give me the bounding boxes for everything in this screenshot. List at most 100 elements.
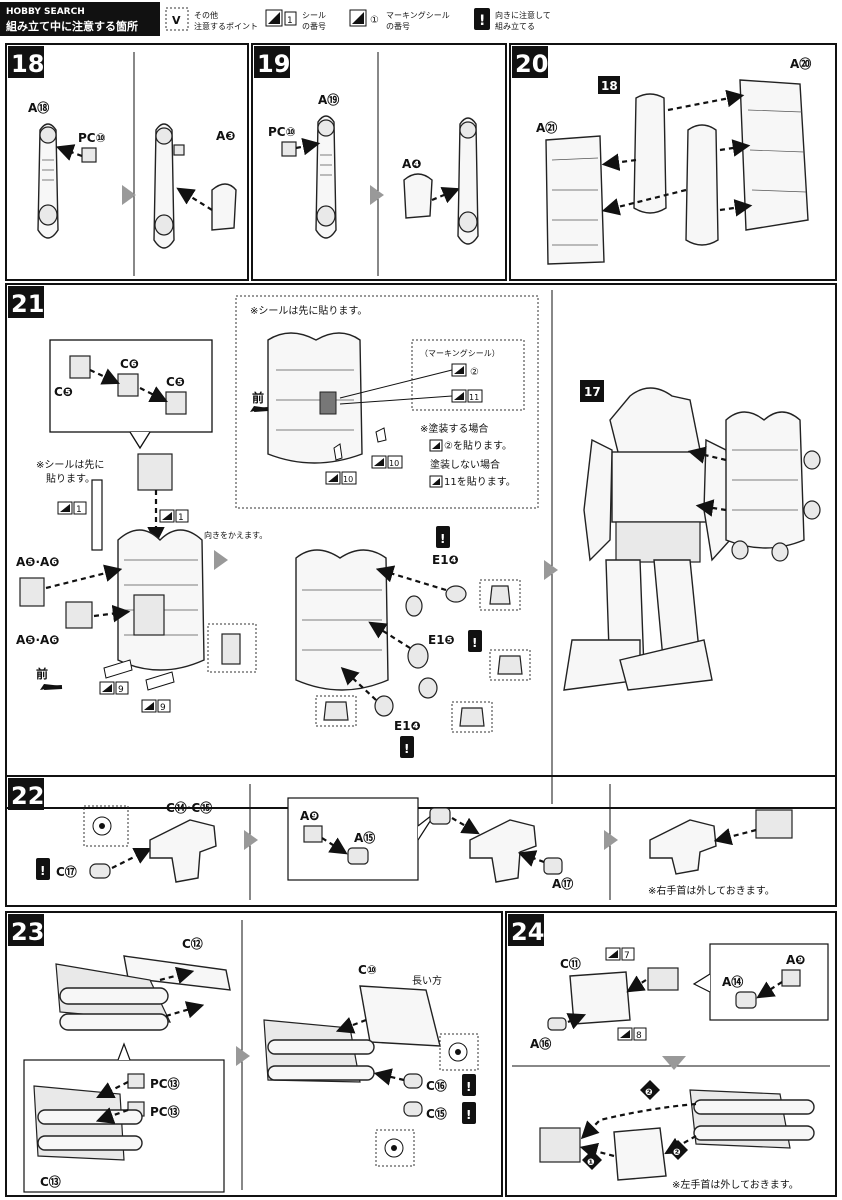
- part-handle: [613, 1127, 667, 1181]
- part-c-assembly: [137, 453, 173, 491]
- part-e1-4-top: [445, 585, 467, 603]
- label-c14-c15: C⑭·C⑮: [166, 800, 212, 815]
- part-e1-4-bottom: [374, 695, 394, 717]
- step-20: 20 A⑳ 18 A㉑: [509, 43, 837, 281]
- robot-assembly: 17: [563, 380, 821, 691]
- legend-0-line2: 注意するポイント: [194, 21, 258, 31]
- part-18-assembly: [633, 93, 667, 214]
- down-arrow-icon: [662, 1056, 686, 1070]
- label-a19: A⑲: [318, 92, 339, 107]
- order-2a-icon: ❷: [640, 1080, 660, 1100]
- step-23-number: 23: [11, 918, 44, 946]
- part-forearm: [755, 809, 793, 839]
- legend-2-symbol: ①: [370, 15, 379, 26]
- part-rifle-final: [649, 819, 717, 875]
- step-21-badge: [8, 286, 44, 318]
- label-front: 前: [36, 666, 48, 681]
- next-arrow-icon: [214, 550, 228, 570]
- header-title-box: [0, 2, 160, 36]
- next-arrow-icon: [544, 560, 558, 580]
- svg-text:❷: ❷: [645, 1088, 653, 1098]
- part-a3: [211, 183, 237, 231]
- svg-text:!: !: [440, 532, 445, 546]
- seal-tag-10a: 10: [325, 471, 357, 485]
- part-a9: [303, 825, 323, 843]
- part-forearm-left: [539, 1127, 581, 1163]
- part-c5-left: [69, 355, 91, 379]
- seal-tag-9a: 9: [99, 659, 133, 695]
- ref-label-17: 17: [584, 385, 601, 399]
- label-pc13-b: PC⑬: [150, 1104, 180, 1119]
- label-a3: A❸: [216, 129, 235, 143]
- seal-first-note-center: ※シールは先に貼ります。: [250, 304, 367, 317]
- part-a15: [347, 847, 369, 865]
- label-c12: C⑫: [182, 936, 203, 951]
- order-2b-icon: ❷: [668, 1140, 688, 1160]
- label-a18: A⑱: [28, 100, 49, 115]
- next-arrow-icon: [236, 1046, 250, 1066]
- svg-text:!: !: [472, 636, 477, 650]
- next-arrow-icon: [604, 830, 618, 850]
- caution-icon: [436, 526, 450, 548]
- part-a20: [739, 79, 809, 231]
- step-19-frame: [251, 43, 507, 281]
- header-title: 組み立て中に注意する箇所: [6, 19, 138, 33]
- part-c5-right: [165, 391, 187, 415]
- label-a20: A⑳: [790, 56, 811, 71]
- part-rifle-hand: [469, 819, 537, 883]
- label-c15: C⑮: [426, 1106, 447, 1121]
- legend-1-line1: シール: [302, 11, 326, 20]
- svg-text:9: 9: [118, 685, 124, 695]
- legend-3-line2: 組み立てる: [495, 21, 535, 31]
- label-pc10-b: PC⑩: [268, 125, 296, 139]
- label-c13: C⑬: [40, 1174, 61, 1189]
- caution-icon: [36, 858, 50, 880]
- svg-text:8: 8: [636, 1031, 642, 1041]
- part-a5-a6-bottom: [65, 601, 93, 629]
- label-e1-4-top: E1❹: [432, 553, 459, 567]
- part-a19-assembled: [457, 117, 479, 245]
- detail-view-box: [207, 623, 257, 673]
- marking-seal-label: （マーキングシール）: [420, 348, 500, 358]
- step-22: 22 ! C⑰ C⑭·C⑮ A❾ A⑮ A⑰ ※右手首は外しておきます。: [5, 775, 837, 907]
- seal-tag-1a: 1: [57, 501, 87, 515]
- step-22-frame: [5, 775, 837, 907]
- step-20-number: 20: [515, 50, 548, 78]
- step-24-number: 24: [511, 918, 544, 946]
- svg-text:!: !: [404, 742, 409, 756]
- part-a9-b: [781, 969, 801, 987]
- step-24: 24 C⑪ 7 8 A⑯ A❾ A⑭: [505, 911, 837, 1197]
- svg-text:!: !: [40, 864, 45, 878]
- label-c17: C⑰: [56, 864, 77, 879]
- svg-text:7: 7: [624, 951, 630, 961]
- legend-3-symbol: !: [479, 13, 485, 29]
- part-c10: [359, 985, 441, 1047]
- step-22-number: 22: [11, 782, 44, 810]
- step-23-frame: [5, 911, 503, 1197]
- note-right-hand: ※右手首は外しておきます。: [648, 884, 775, 897]
- svg-text:1: 1: [178, 513, 184, 523]
- part-a16: [547, 1017, 567, 1031]
- step-19-number: 19: [257, 50, 290, 78]
- part-a18-assembled: [153, 123, 185, 249]
- part-a19: [315, 115, 337, 239]
- order-1-icon: ❶: [582, 1150, 602, 1170]
- note-left-hand: ※左手首は外しておきます。: [672, 1178, 799, 1191]
- paint-no-note: 塗装しない場合: [430, 458, 500, 471]
- caution-icon: [400, 736, 414, 758]
- label-long-side: 長い方: [412, 974, 442, 987]
- step-18-number: 18: [11, 50, 44, 78]
- svg-text:9: 9: [160, 703, 166, 713]
- step-22-badge: [8, 778, 44, 810]
- part-rifle: [149, 819, 217, 883]
- watermark: HOBBY SEARCH: [6, 7, 85, 17]
- label-pc10: PC⑩: [78, 131, 106, 145]
- part-a14: [735, 991, 757, 1009]
- step-21: 21 C❺ C❻ C❺ ※シールは先に 貼ります。 1 1: [5, 283, 837, 809]
- label-c5-right: C❺: [166, 375, 185, 389]
- step-24-badge: [508, 914, 544, 946]
- seal-tag-9b: 9: [141, 671, 175, 713]
- label-a17: A⑰: [552, 876, 573, 891]
- legend-0-line1: その他: [194, 10, 218, 20]
- seal-strip: [91, 479, 103, 551]
